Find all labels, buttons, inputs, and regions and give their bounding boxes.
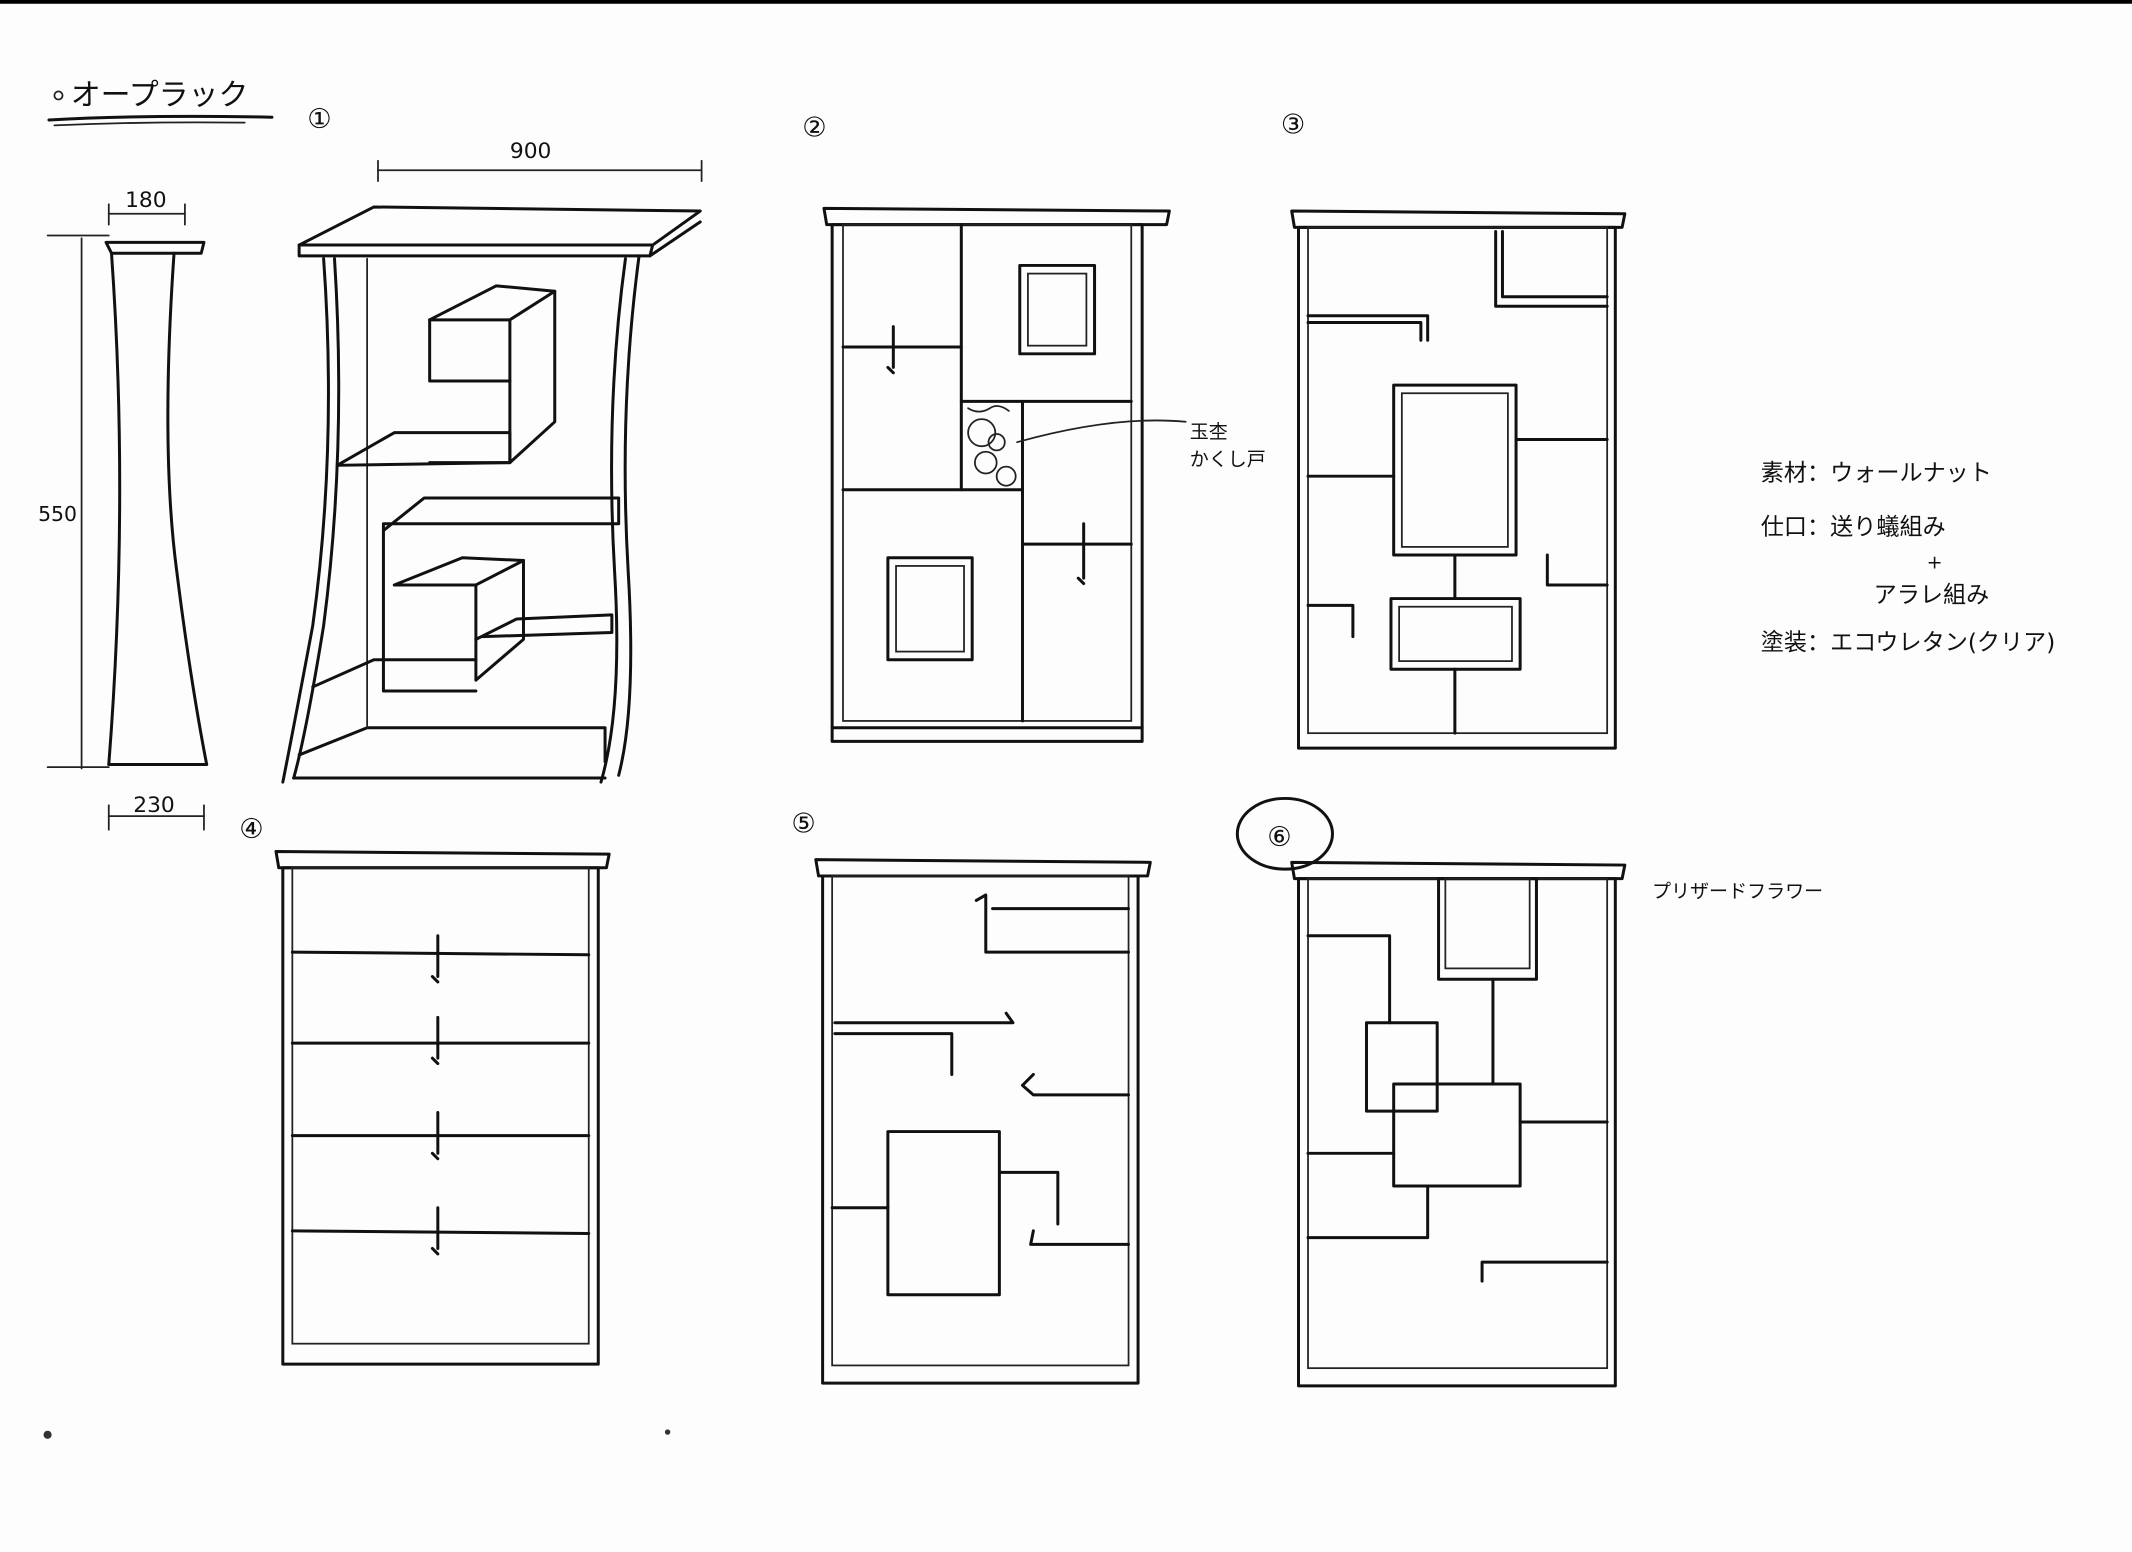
annotation-preserved-flower: プリザードフラワー [1652, 881, 1823, 903]
annotation-burl: 玉杢 [1190, 421, 1228, 443]
variant-5-elevation: ⑤ [791, 808, 1152, 1385]
sliding-arrow-icon [886, 325, 895, 375]
sliding-arrow-icon [430, 1015, 440, 1066]
dim-height: 550 [38, 502, 77, 526]
variant-label-3: ③ [1281, 110, 1305, 141]
dim-width: 900 [510, 139, 552, 164]
sliding-arrow-icon [430, 1111, 440, 1161]
dim-bottom-depth: 230 [133, 793, 175, 818]
variant-label-4: ④ [239, 814, 263, 845]
variant-label-6: ⑥ [1267, 822, 1291, 853]
spec-joinery-plus: + [1927, 552, 1943, 574]
sliding-arrow-icon [430, 934, 440, 984]
title-block: オープラック [47, 78, 274, 127]
spec-joinery-2: アラレ組み [1874, 583, 1990, 609]
variant-3-elevation: ③ [1281, 110, 1627, 750]
ink-speck [43, 1430, 52, 1439]
side-view: 550 180 230 [38, 188, 209, 831]
spec-finish: 塗装：エコウレタン(クリア) [1761, 630, 2055, 656]
ink-speck [664, 1429, 671, 1435]
variant-label-5: ⑤ [791, 808, 815, 839]
highlight-circle [1235, 796, 1334, 871]
title: オープラック [71, 78, 249, 113]
variant-6-elevation: ⑥ プリザードフラワー [1235, 796, 1823, 1388]
burl-wood-door [967, 405, 1017, 487]
variant-4-elevation: ④ [239, 814, 611, 1366]
sliding-arrow-icon [430, 1206, 440, 1256]
annotation-hidden-door: かくし戸 [1190, 448, 1266, 470]
variant-label-1: ① [307, 104, 331, 135]
dim-top-depth: 180 [125, 188, 167, 213]
spec-notes: 素材：ウォールナット 仕口：送り蟻組み + アラレ組み 塗装：エコウレタン(クリ… [1761, 460, 2055, 656]
variant-label-2: ② [802, 112, 826, 143]
variant-1-perspective: ① 900 [281, 104, 703, 784]
spec-joinery: 仕口：送り蟻組み [1761, 515, 1946, 541]
sliding-arrow-icon [1076, 522, 1086, 586]
spec-material: 素材：ウォールナット [1761, 460, 1992, 486]
variant-2-elevation: ② 玉杢 かくし戸 [802, 112, 1266, 743]
